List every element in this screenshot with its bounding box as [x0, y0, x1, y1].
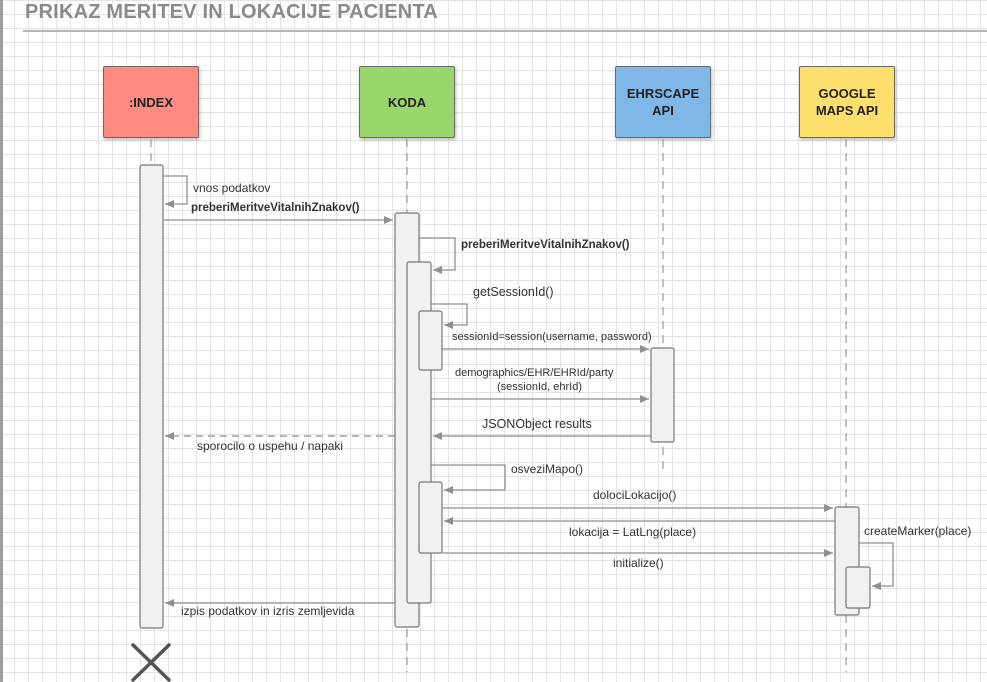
label-initialize: initialize() [613, 556, 664, 570]
msg-osvezi [431, 464, 506, 494]
label-json: JSONObject results [482, 417, 592, 431]
activation-google-marker [845, 566, 871, 609]
sequence-diagram [131, 139, 894, 682]
activation-koda-session [418, 310, 443, 371]
msg-vnos [163, 175, 188, 208]
actor-index[interactable]: :INDEX [103, 66, 199, 138]
title-divider [23, 30, 987, 32]
label-izpis: izpis podatkov in izris zemljevida [181, 604, 355, 618]
label-sporocilo: sporocilo o uspehu / napaki [197, 439, 344, 453]
diagram-title: PRIKAZ MERITEV IN LOKACIJE PACIENTA [25, 1, 438, 23]
actor-google-maps-api[interactable]: GOOGLE MAPS API [799, 66, 895, 138]
msg-preberi-2 [419, 237, 456, 274]
label-demographics-2: (sessionId, ehrId) [497, 381, 582, 393]
label-preberi-2: preberiMeritveVitalnihZnakov() [461, 239, 630, 251]
msg-create-marker [859, 542, 894, 590]
label-create-marker: createMarker(place) [864, 524, 972, 538]
label-preberi-1: preberiMeritveVitalnihZnakov() [191, 202, 360, 214]
destroy-marker [131, 643, 171, 682]
actor-ehrscape-api[interactable]: EHRSCAPE API [615, 66, 711, 138]
label-lokacija: lokacija = LatLng(place) [569, 525, 697, 539]
msg-getsession [431, 303, 468, 329]
label-vnos: vnos podatkov [193, 181, 271, 195]
activation-index [139, 164, 164, 629]
activation-ehrscape [650, 347, 675, 443]
label-getsession: getSessionId() [473, 285, 554, 299]
actor-koda[interactable]: KODA [359, 66, 455, 138]
label-doloci: dolociLokacijo() [593, 488, 677, 502]
activation-koda-osvezi [418, 481, 443, 554]
label-osvezi: osveziMapo() [511, 462, 584, 476]
label-sessionid: sessionId=session(username, password) [452, 331, 652, 343]
label-demographics-1: demographics/EHR/EHRId/party [455, 367, 614, 379]
